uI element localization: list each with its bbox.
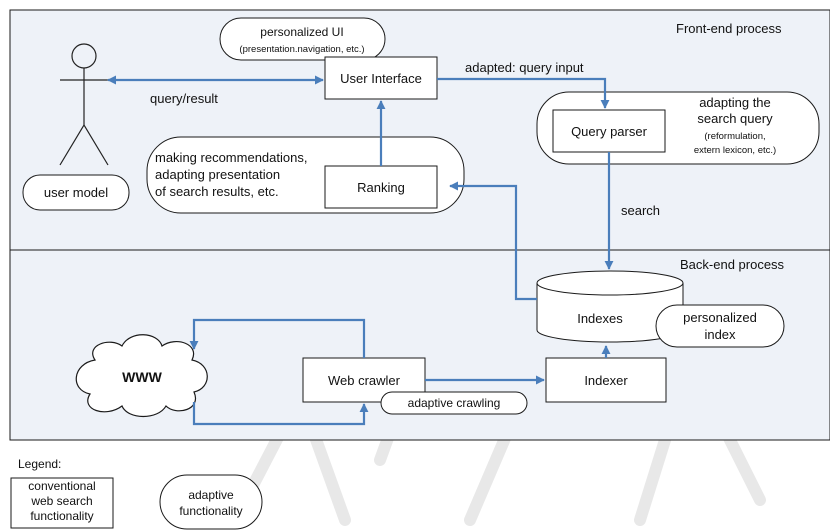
www-cloud xyxy=(75,334,208,418)
adaptive-crawling-node xyxy=(380,391,528,415)
edge-crawler-www xyxy=(189,318,366,358)
legend-conventional-line2: web search xyxy=(30,494,92,508)
user-figure xyxy=(59,43,109,166)
recommend-line3: of search results, etc. xyxy=(155,184,279,199)
indexer-node xyxy=(545,357,667,403)
recommend-line2: adapting presentation xyxy=(155,167,280,182)
adapting-query-sub2: extern lexicon, etc.) xyxy=(694,145,776,156)
edge-search-label: search xyxy=(621,203,660,218)
edge-query-result-label: query/result xyxy=(150,91,218,106)
legend-adaptive-line1: adaptive xyxy=(188,488,234,502)
personalized-ui-node xyxy=(219,17,386,61)
user-interface-label: User Interface xyxy=(340,71,422,86)
www-label: WWW xyxy=(122,369,162,385)
ranking-node xyxy=(324,165,438,209)
edge-adapted-query xyxy=(437,77,610,109)
query-parser-label: Query parser xyxy=(571,124,648,139)
indexes-node xyxy=(536,270,684,343)
legend-adaptive-box xyxy=(159,474,263,530)
edge-adapted-query-label: adapted: query input xyxy=(465,60,584,75)
personalized-index-line1: personalized xyxy=(683,310,757,325)
adapting-query-sub1: (reformulation, xyxy=(704,131,765,142)
edge-www-crawler xyxy=(192,402,369,426)
recommend-line1: making recommendations, xyxy=(155,150,307,165)
adapting-query-line1: adapting the xyxy=(699,95,771,110)
legend-adaptive-line2: functionality xyxy=(179,504,242,518)
indexer-label: Indexer xyxy=(584,373,628,388)
user-model-node xyxy=(22,174,130,211)
legend-conventional-line1: conventional xyxy=(28,479,95,493)
user-interface-node xyxy=(324,56,438,100)
legend-title: Legend: xyxy=(18,457,61,471)
adapting-query-line2: search query xyxy=(697,111,773,126)
personalized-ui-label: personalized UI xyxy=(260,25,343,39)
query-parser-node xyxy=(552,109,666,153)
legend-conventional-box xyxy=(10,477,114,529)
personalized-index-node xyxy=(655,304,785,348)
user-model-label: user model xyxy=(44,185,108,200)
legend-conventional-line3: functionality xyxy=(30,509,93,523)
adaptive-crawling-label: adaptive crawling xyxy=(408,396,501,410)
front-end-label: Front-end process xyxy=(676,21,782,36)
personalized-index-line2: index xyxy=(704,327,736,342)
personalized-ui-sub: (presentation.navigation, etc.) xyxy=(239,44,364,55)
indexes-label: Indexes xyxy=(577,311,623,326)
back-end-label: Back-end process xyxy=(680,257,785,272)
ranking-label: Ranking xyxy=(357,180,405,195)
web-crawler-label: Web crawler xyxy=(328,373,401,388)
edge-indexes-ranking xyxy=(449,181,537,301)
